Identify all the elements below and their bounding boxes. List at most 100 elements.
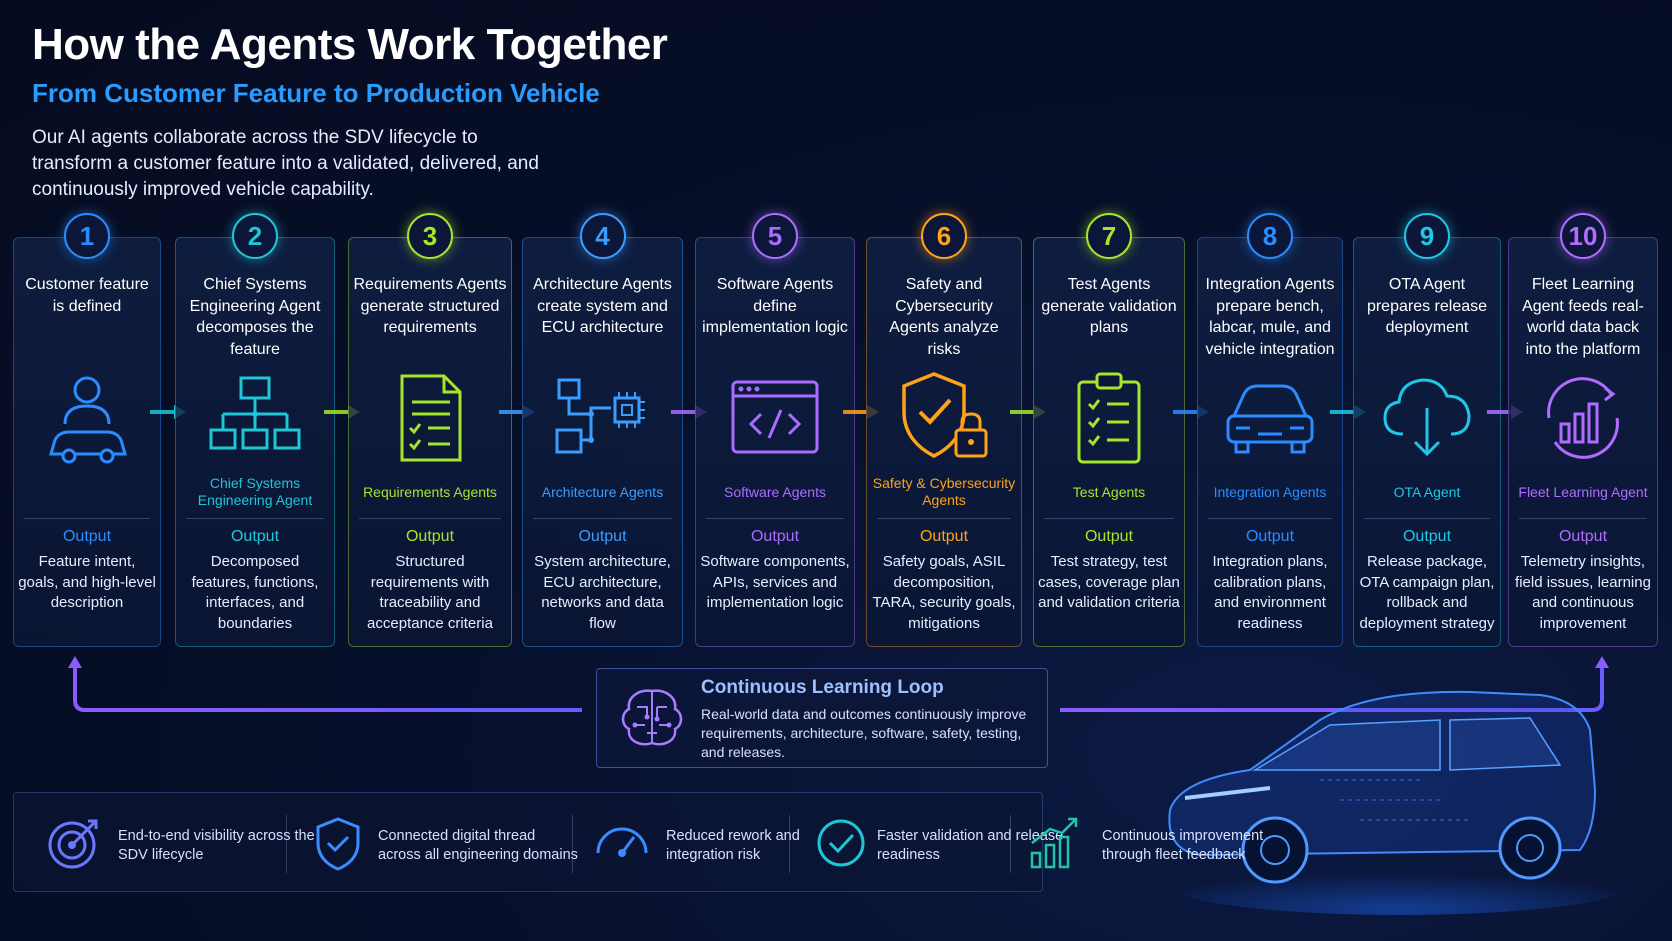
agent-name: Safety & Cybersecurity Agents bbox=[872, 475, 1016, 508]
card-divider bbox=[877, 518, 1011, 519]
agent-name: Integration Agents bbox=[1213, 483, 1327, 500]
agent-name: OTA Agent bbox=[1393, 483, 1461, 500]
output-label: Output bbox=[578, 528, 627, 545]
shield-check-icon bbox=[316, 817, 360, 871]
gauge-icon bbox=[596, 827, 648, 857]
step-title: Requirements Agents generate structured … bbox=[353, 276, 507, 336]
output-text: Feature intent, goals, and high-level de… bbox=[18, 553, 156, 611]
benefit-item: Connected digital thread across all engi… bbox=[286, 793, 578, 893]
check-circle-icon bbox=[817, 819, 865, 867]
benefit-item: Reduced rework and integration risk bbox=[572, 793, 800, 893]
code-window-icon bbox=[731, 380, 819, 454]
growth-chart-icon bbox=[1547, 377, 1619, 459]
agent-name: Fleet Learning Agent bbox=[1518, 483, 1648, 500]
output-text: Decomposed features, functions, interfac… bbox=[191, 553, 319, 632]
benefit-divider bbox=[286, 815, 287, 873]
benefit-divider bbox=[572, 815, 573, 873]
step-card-4: 4 Architecture Agents create system and … bbox=[522, 213, 683, 647]
step-number-badge: 8 bbox=[1247, 213, 1293, 259]
bar-growth-icon bbox=[1030, 817, 1078, 869]
page-title: How the Agents Work Together bbox=[32, 20, 668, 69]
document-checklist-icon bbox=[400, 374, 462, 462]
target-icon bbox=[48, 819, 98, 869]
loop-title: Continuous Learning Loop bbox=[701, 677, 944, 698]
output-text: Software components, APIs, services and … bbox=[700, 553, 850, 611]
hierarchy-icon bbox=[209, 376, 301, 450]
car-front-icon bbox=[1226, 384, 1314, 454]
brain-circuit-icon bbox=[621, 689, 683, 746]
output-text: Structured requirements with traceabilit… bbox=[367, 553, 493, 632]
step-title: Fleet Learning Agent feeds real-world da… bbox=[1522, 276, 1644, 358]
step-number-badge: 5 bbox=[752, 213, 798, 259]
customer-car-icon bbox=[49, 376, 127, 464]
output-text: Release package, OTA campaign plan, roll… bbox=[1359, 553, 1495, 632]
output-label: Output bbox=[1558, 528, 1608, 545]
step-title: Chief Systems Engineering Agent decompos… bbox=[189, 276, 321, 358]
benefit-divider bbox=[1010, 815, 1011, 873]
continuous-learning-loop: Continuous Learning Loop Real-world data… bbox=[596, 668, 1048, 768]
architecture-chip-icon bbox=[555, 378, 645, 454]
step-card-9: 9 OTA Agent prepares release deployment … bbox=[1353, 213, 1501, 647]
output-text: Telemetry insights, field issues, learni… bbox=[1515, 553, 1651, 632]
agent-name: Architecture Agents bbox=[541, 483, 664, 500]
loop-text: Real-world data and outcomes continuousl… bbox=[701, 706, 1027, 760]
card-divider bbox=[1519, 518, 1647, 519]
step-card-2: 2 Chief Systems Engineering Agent decomp… bbox=[175, 213, 335, 647]
benefit-item: Faster validation and release readiness bbox=[789, 793, 1063, 893]
card-divider bbox=[359, 518, 501, 519]
benefit-text: Reduced rework and integration risk bbox=[666, 828, 800, 863]
shield-lock-icon bbox=[902, 372, 988, 458]
step-card-10: 10 Fleet Learning Agent feeds real-world… bbox=[1508, 213, 1658, 647]
card-divider bbox=[533, 518, 672, 519]
step-card-8: 8 Integration Agents prepare bench, labc… bbox=[1197, 213, 1343, 647]
benefit-text: End-to-end visibility across the SDV lif… bbox=[118, 828, 315, 863]
output-label: Output bbox=[405, 528, 455, 545]
output-label: Output bbox=[750, 528, 800, 545]
agent-name: Test Agents bbox=[1072, 483, 1146, 500]
step-card-6: 6 Safety and Cybersecurity Agents analyz… bbox=[866, 213, 1022, 647]
card-divider bbox=[24, 518, 150, 519]
agent-name bbox=[18, 470, 156, 514]
output-label: Output bbox=[62, 528, 112, 545]
step-title: Architecture Agents create system and EC… bbox=[533, 276, 672, 336]
step-card-5: 5 Software Agents define implementation … bbox=[695, 213, 855, 647]
benefit-text: Connected digital thread across all engi… bbox=[378, 828, 578, 863]
step-title: OTA Agent prepares release deployment bbox=[1366, 276, 1488, 336]
step-number-badge: 9 bbox=[1404, 213, 1450, 259]
step-card-7: 7 Test Agents generate validation plans … bbox=[1033, 213, 1185, 647]
step-number-badge: 1 bbox=[64, 213, 110, 259]
output-label: Output bbox=[1402, 528, 1452, 545]
step-number-badge: 3 bbox=[407, 213, 453, 259]
step-title: Test Agents generate validation plans bbox=[1041, 276, 1177, 336]
clipboard-checklist-icon bbox=[1077, 372, 1141, 464]
output-text: Safety goals, ASIL decomposition, TARA, … bbox=[872, 553, 1016, 632]
benefit-item: End-to-end visibility across the SDV lif… bbox=[14, 793, 315, 893]
step-card-1: 1 Customer feature is defined Output Fea… bbox=[13, 213, 161, 647]
step-number-badge: 7 bbox=[1086, 213, 1132, 259]
card-divider bbox=[706, 518, 844, 519]
benefits-bar: End-to-end visibility across the SDV lif… bbox=[13, 792, 1263, 893]
output-text: Integration plans, calibration plans, an… bbox=[1212, 553, 1328, 632]
step-card-3: 3 Requirements Agents generate structure… bbox=[348, 213, 512, 647]
output-text: System architecture, ECU architecture, n… bbox=[534, 553, 671, 632]
benefit-divider bbox=[789, 815, 790, 873]
intro-text: Our AI agents collaborate across the SDV… bbox=[32, 127, 539, 200]
card-divider bbox=[1208, 518, 1332, 519]
card-divider bbox=[186, 518, 324, 519]
wireframe-suv-icon bbox=[1168, 690, 1630, 915]
agent-name: Chief Systems Engineering Agent bbox=[197, 475, 313, 508]
page-subtitle: From Customer Feature to Production Vehi… bbox=[32, 78, 600, 108]
agent-name: Software Agents bbox=[724, 483, 826, 500]
step-title: Software Agents define implementation lo… bbox=[702, 276, 848, 336]
output-label: Output bbox=[919, 528, 969, 545]
card-divider bbox=[1044, 518, 1174, 519]
step-title: Customer feature is defined bbox=[25, 276, 149, 315]
output-text: Test strategy, test cases, coverage plan… bbox=[1038, 553, 1180, 611]
step-title: Integration Agents prepare bench, labcar… bbox=[1205, 276, 1335, 358]
step-number-badge: 10 bbox=[1560, 213, 1606, 259]
step-number-badge: 6 bbox=[921, 213, 967, 259]
benefit-item: Continuous improvement through fleet fee… bbox=[1010, 793, 1270, 893]
benefit-text: Continuous improvement through fleet fee… bbox=[1102, 828, 1264, 863]
benefit-text: Faster validation and release readiness bbox=[877, 828, 1064, 863]
step-title: Safety and Cybersecurity Agents analyze … bbox=[889, 276, 999, 358]
